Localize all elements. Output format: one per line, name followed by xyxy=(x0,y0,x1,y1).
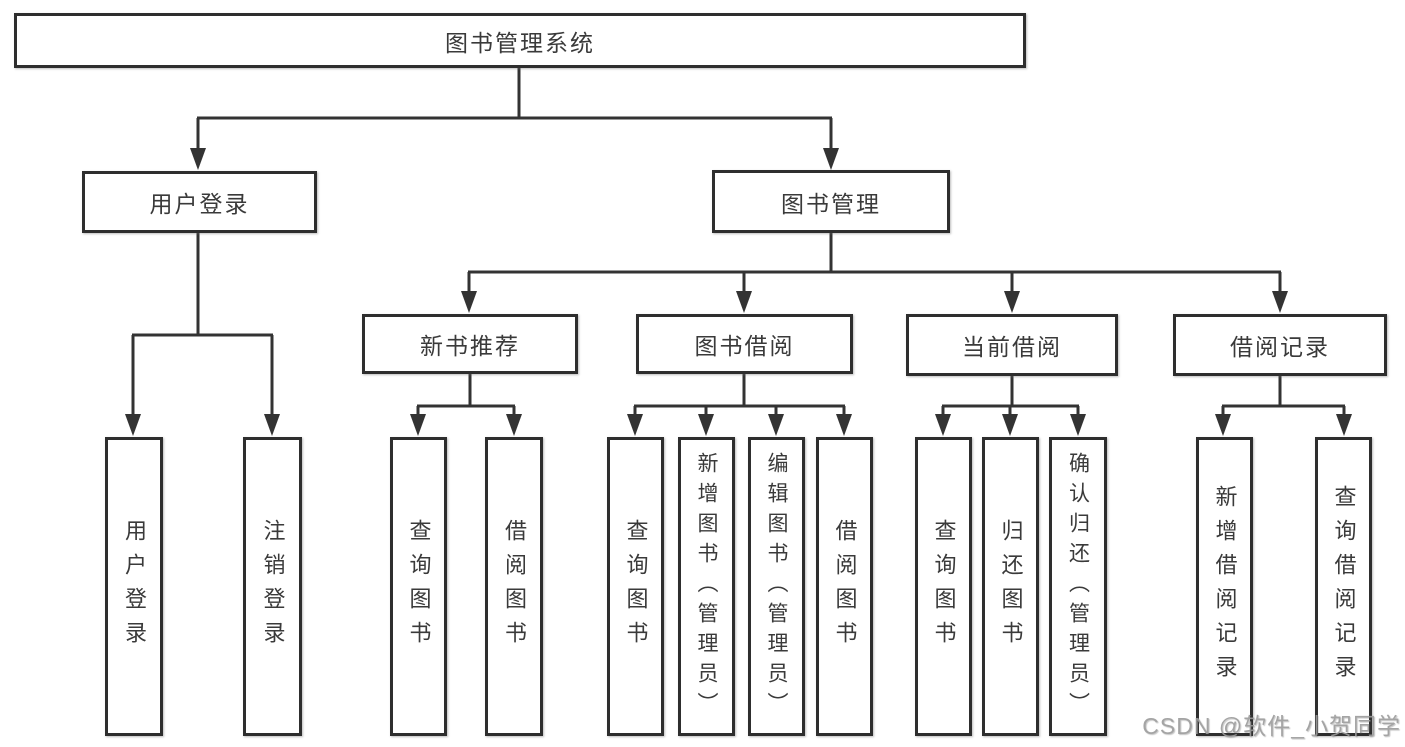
node-book-management-label: 图书管理 xyxy=(781,190,881,217)
node-book-borrow-label: 图书借阅 xyxy=(694,333,795,359)
leaf-query-books-recommend-label: 查询图书 xyxy=(406,518,432,655)
node-new-book-recommend-label: 新书推荐 xyxy=(420,333,520,359)
leaf-edit-book-admin: 编辑图书（管理员） xyxy=(748,437,805,736)
node-current-borrow-label: 当前借阅 xyxy=(962,334,1062,360)
leaf-add-book-admin-label: 新增图书（管理员） xyxy=(695,451,718,722)
node-borrow-records: 借阅记录 xyxy=(1173,314,1387,376)
leaf-return-book: 归还图书 xyxy=(982,437,1039,736)
node-book-management: 图书管理 xyxy=(712,170,950,233)
node-borrow-records-label: 借阅记录 xyxy=(1230,334,1330,360)
node-current-borrow: 当前借阅 xyxy=(906,314,1118,376)
leaf-user-login: 用户登录 xyxy=(105,437,163,736)
node-new-book-recommend: 新书推荐 xyxy=(362,314,578,374)
leaf-query-borrow-record: 查询借阅记录 xyxy=(1315,437,1372,736)
leaf-query-books-current: 查询图书 xyxy=(915,437,972,736)
leaf-confirm-return-admin-label: 确认归还（管理员） xyxy=(1066,451,1090,722)
leaf-edit-book-admin-label: 编辑图书（管理员） xyxy=(765,451,788,722)
leaf-query-borrow-record-label: 查询借阅记录 xyxy=(1331,484,1357,689)
node-user-login-label: 用户登录 xyxy=(149,191,250,217)
node-root: 图书管理系统 xyxy=(14,13,1026,68)
node-book-borrow: 图书借阅 xyxy=(636,314,853,374)
leaf-borrow-books-recommend-label: 借阅图书 xyxy=(502,518,527,655)
node-user-login: 用户登录 xyxy=(82,171,317,233)
leaf-query-books-borrow-label: 查询图书 xyxy=(623,518,649,655)
leaf-user-login-label: 用户登录 xyxy=(122,518,147,655)
leaf-logout-label: 注销登录 xyxy=(260,518,286,655)
leaf-confirm-return-admin: 确认归还（管理员） xyxy=(1049,437,1107,736)
leaf-logout: 注销登录 xyxy=(243,437,302,736)
leaf-add-borrow-record: 新增借阅记录 xyxy=(1196,437,1253,736)
leaf-query-books-borrow: 查询图书 xyxy=(607,437,664,736)
leaf-return-book-label: 归还图书 xyxy=(998,518,1024,655)
watermark: CSDN @软件_小贺同学 xyxy=(1142,713,1401,739)
leaf-query-books-current-label: 查询图书 xyxy=(931,518,957,655)
leaf-query-books-recommend: 查询图书 xyxy=(390,437,447,736)
leaf-add-borrow-record-label: 新增借阅记录 xyxy=(1212,484,1238,689)
leaf-borrow-books-recommend: 借阅图书 xyxy=(485,437,543,736)
leaf-add-book-admin: 新增图书（管理员） xyxy=(678,437,735,736)
leaf-borrow-books: 借阅图书 xyxy=(816,437,873,736)
node-root-label: 图书管理系统 xyxy=(445,29,595,56)
leaf-borrow-books-label: 借阅图书 xyxy=(832,518,858,655)
